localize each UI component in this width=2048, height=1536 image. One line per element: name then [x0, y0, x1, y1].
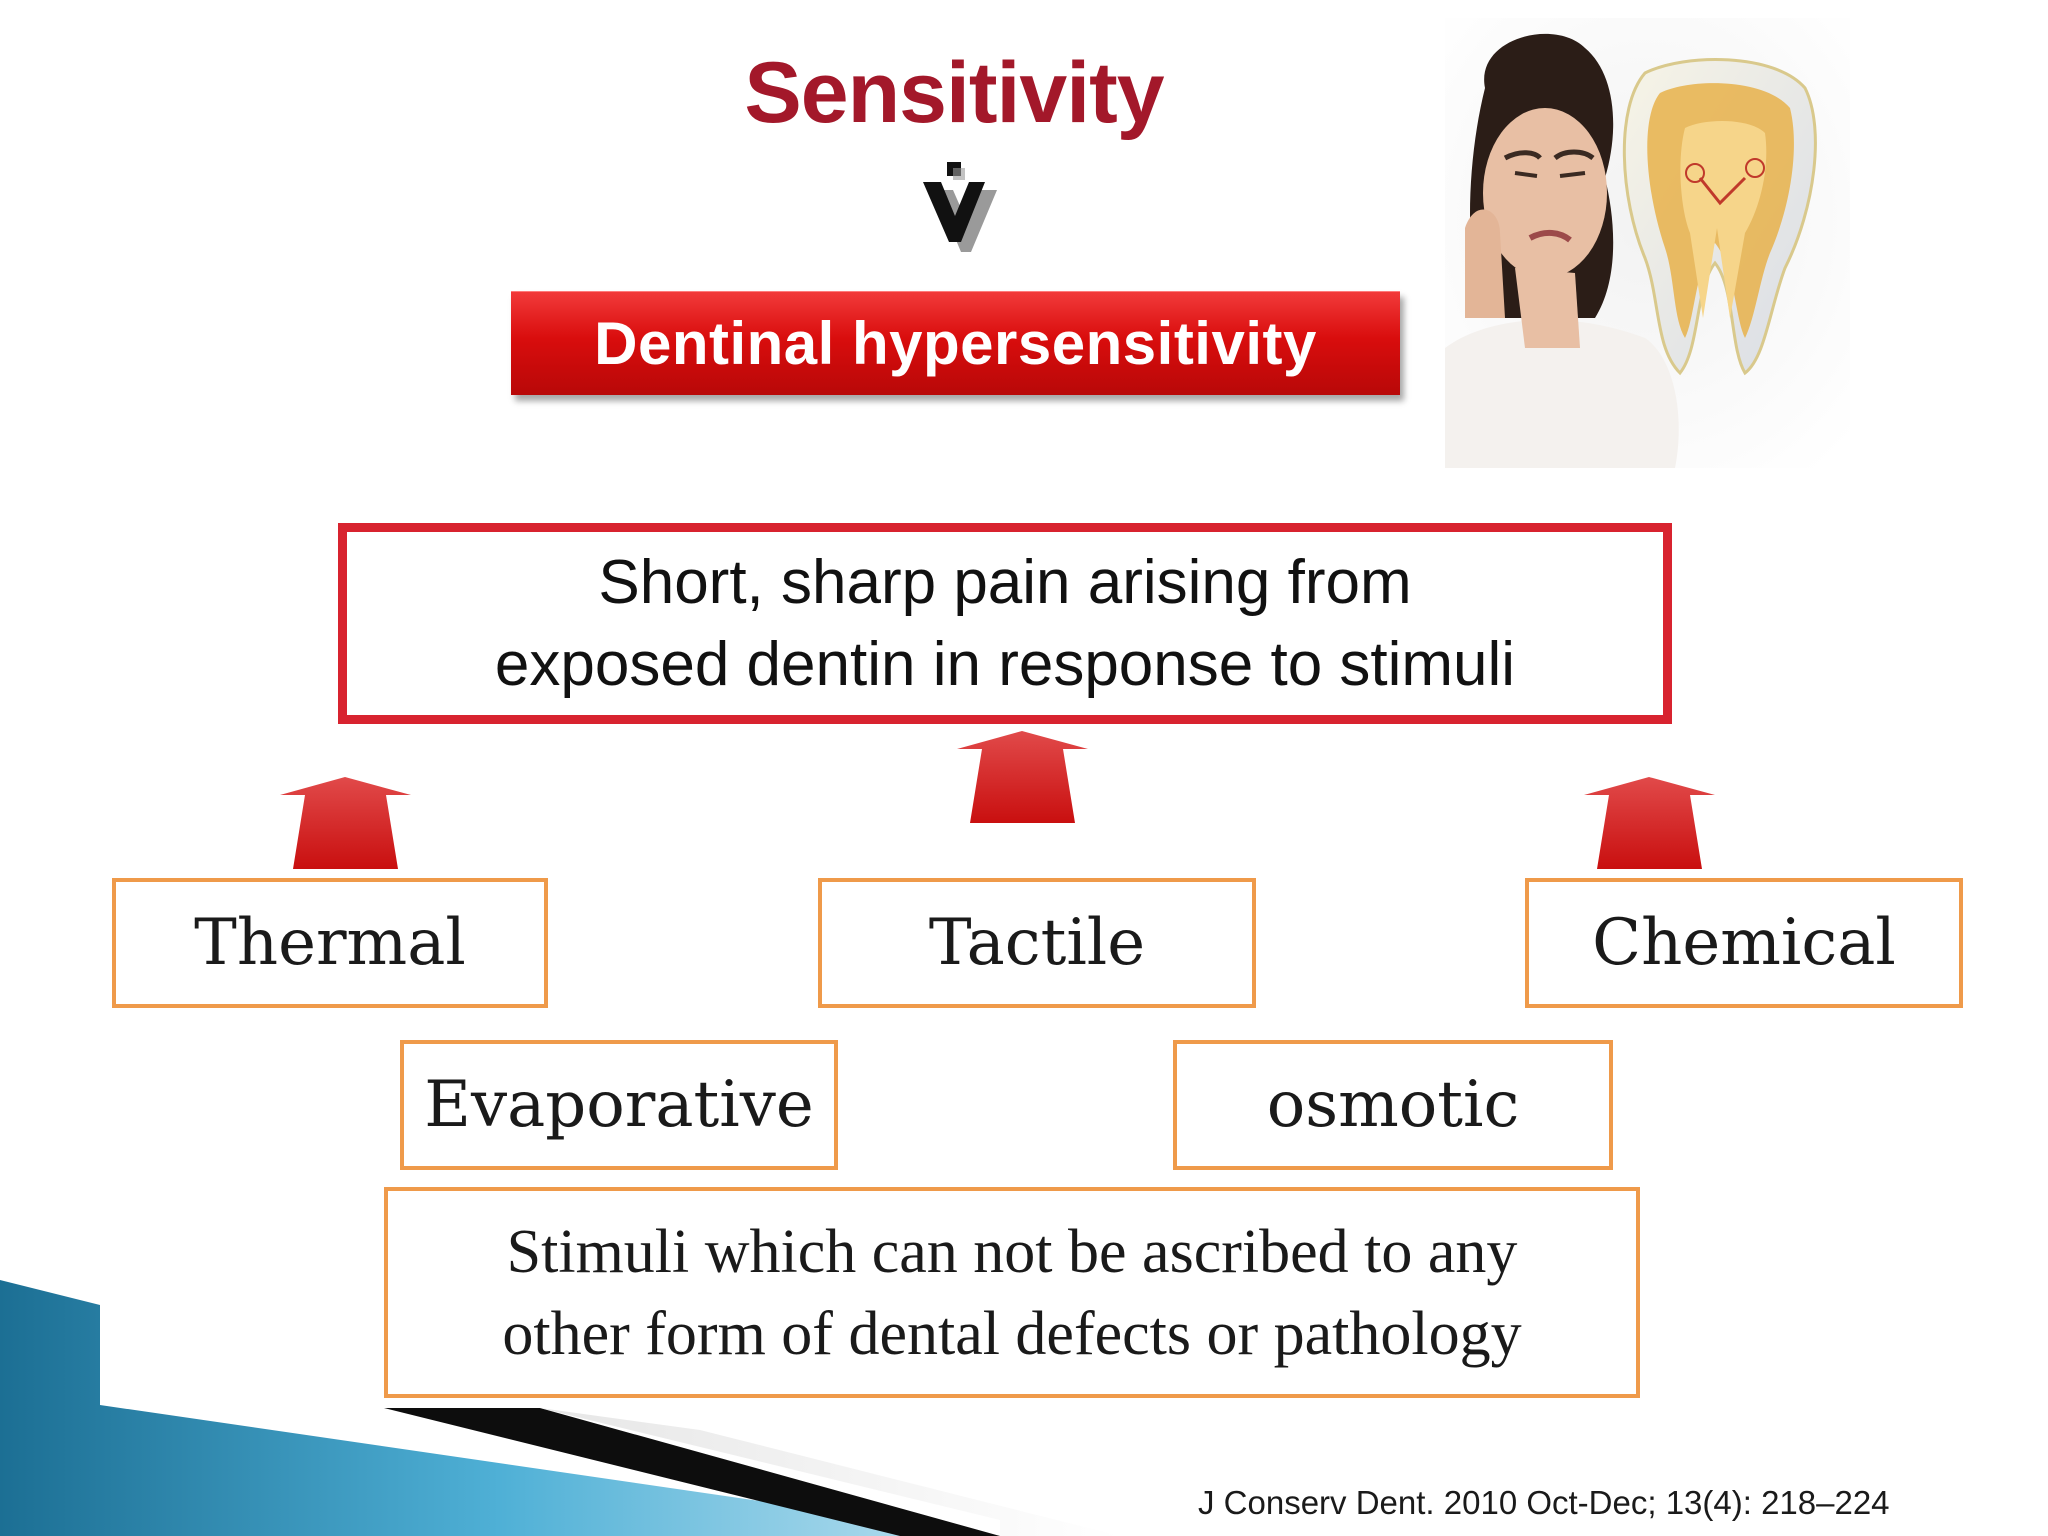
up-arrow-icon — [1584, 777, 1715, 869]
definition-line-2: exposed dentin in response to stimuli — [494, 629, 1516, 699]
down-chevron-arrow-icon — [923, 162, 997, 252]
banner-label: Dentinal hypersensitivity — [594, 310, 1317, 377]
exclusion-criteria-box: Stimuli which can not be ascribed to any… — [384, 1187, 1640, 1398]
stimulus-label: Evaporative — [424, 1068, 814, 1142]
stimulus-chemical-box: Chemical — [1525, 878, 1963, 1008]
dentinal-hypersensitivity-banner: Dentinal hypersensitivity — [511, 291, 1400, 395]
exclusion-line-2: other form of dental defects or patholog… — [502, 1299, 1522, 1368]
citation: J Conserv Dent. 2010 Oct-Dec; 13(4): 218… — [1198, 1484, 1890, 1521]
exclusion-line-1: Stimuli which can not be ascribed to any — [506, 1217, 1518, 1286]
definition-box: Short, sharp pain arising from exposed d… — [338, 523, 1672, 724]
toothache-illustration — [1445, 18, 1850, 468]
stimulus-label: Tactile — [928, 906, 1146, 980]
stimulus-label: osmotic — [1266, 1068, 1520, 1142]
up-arrow-icon — [280, 777, 411, 869]
up-arrow-icon — [957, 731, 1088, 823]
decorative-corner-swoosh — [0, 1280, 1120, 1536]
stimulus-label: Chemical — [1592, 906, 1896, 980]
stimulus-tactile-box: Tactile — [818, 878, 1256, 1008]
stimulus-osmotic-box: osmotic — [1173, 1040, 1613, 1170]
definition-line-1: Short, sharp pain arising from — [598, 547, 1412, 617]
stimulus-evaporative-box: Evaporative — [400, 1040, 838, 1170]
stimulus-thermal-box: Thermal — [112, 878, 548, 1008]
stimulus-label: Thermal — [194, 906, 466, 980]
slide-title: Sensitivity — [744, 45, 1164, 141]
